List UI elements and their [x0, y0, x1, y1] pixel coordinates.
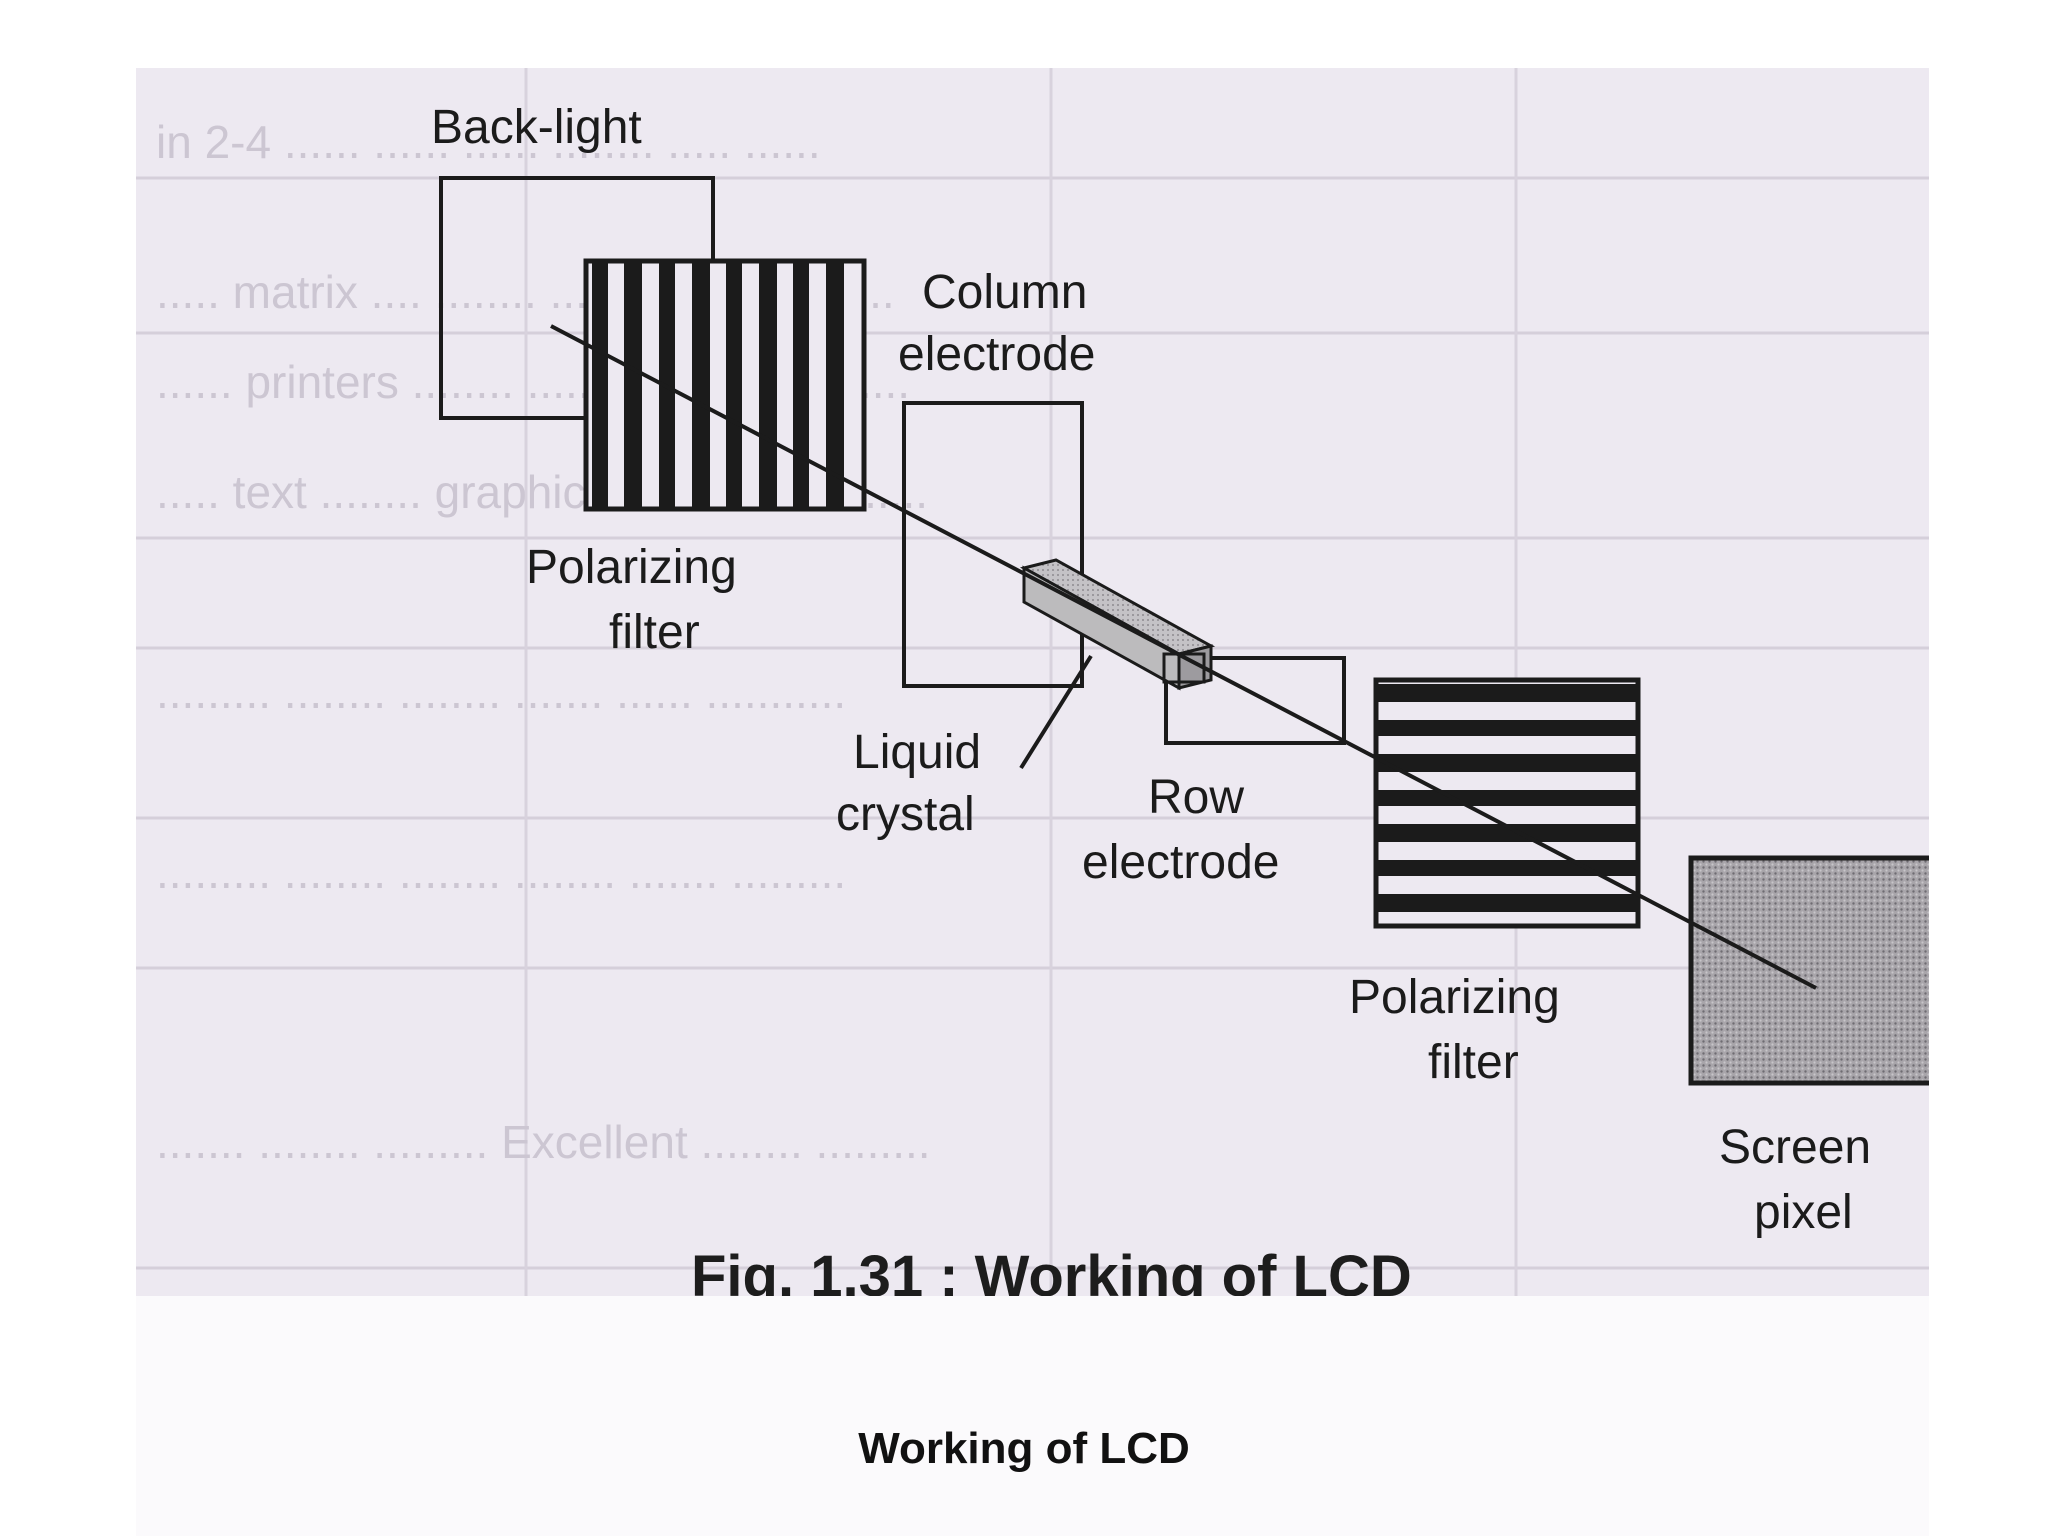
polarizing-filter-label-1-line1: Polarizing — [526, 541, 737, 594]
row-electrode — [1164, 656, 1346, 745]
lcd-diagram: in 2-4 ...... ...... ...... ........ ...… — [136, 68, 1929, 1296]
polarizing-filter-label-2-line2: filter — [1428, 1036, 1519, 1089]
figure-photo: in 2-4 ...... ...... ...... ........ ...… — [136, 68, 1929, 1296]
column-electrode-label-line2: electrode — [898, 328, 1095, 381]
svg-text:......... ........ ........ ..: ......... ........ ........ ....... ....… — [156, 666, 846, 718]
liquid-crystal-label-line1: Liquid — [853, 726, 981, 779]
screen-pixel-label-line2: pixel — [1754, 1186, 1853, 1239]
svg-text:in 2-4 ...... ...... ......: in 2-4 ...... ...... ...... ........ ...… — [156, 116, 821, 168]
polarizing-filter-vertical — [583, 258, 867, 512]
figure-caption: Fig. 1.31 : Working of LCD — [691, 1244, 1412, 1296]
light-ray — [550, 324, 1817, 990]
polarizing-filter-horizontal — [1373, 677, 1641, 929]
screen-pixel-label-line1: Screen — [1719, 1121, 1871, 1174]
polarizing-filter-label-1-line2: filter — [609, 606, 700, 659]
column-electrode — [902, 401, 1084, 688]
screen-pixel — [1688, 855, 1929, 1086]
svg-text:......... ........ ........ ..: ......... ........ ........ ........ ...… — [156, 846, 846, 898]
polarizing-filter-label-2-line1: Polarizing — [1349, 971, 1560, 1024]
bleed-through-texture: in 2-4 ...... ...... ...... ........ ...… — [136, 68, 1929, 1296]
column-electrode-label-line1: Column — [922, 266, 1087, 319]
row-electrode-label-line1: Row — [1148, 771, 1244, 824]
svg-text:....... ........ ......... Exc: ....... ........ ......... Excellent ...… — [156, 1116, 931, 1168]
liquid-crystal-cell — [1019, 558, 1216, 691]
row-electrode-label-line2: electrode — [1082, 836, 1279, 889]
liquid-crystal-label-line2: crystal — [836, 788, 975, 841]
liquid-crystal-pointer — [1019, 654, 1093, 770]
slide-caption: Working of LCD — [858, 1424, 1190, 1473]
back-light-label: Back-light — [431, 101, 642, 154]
